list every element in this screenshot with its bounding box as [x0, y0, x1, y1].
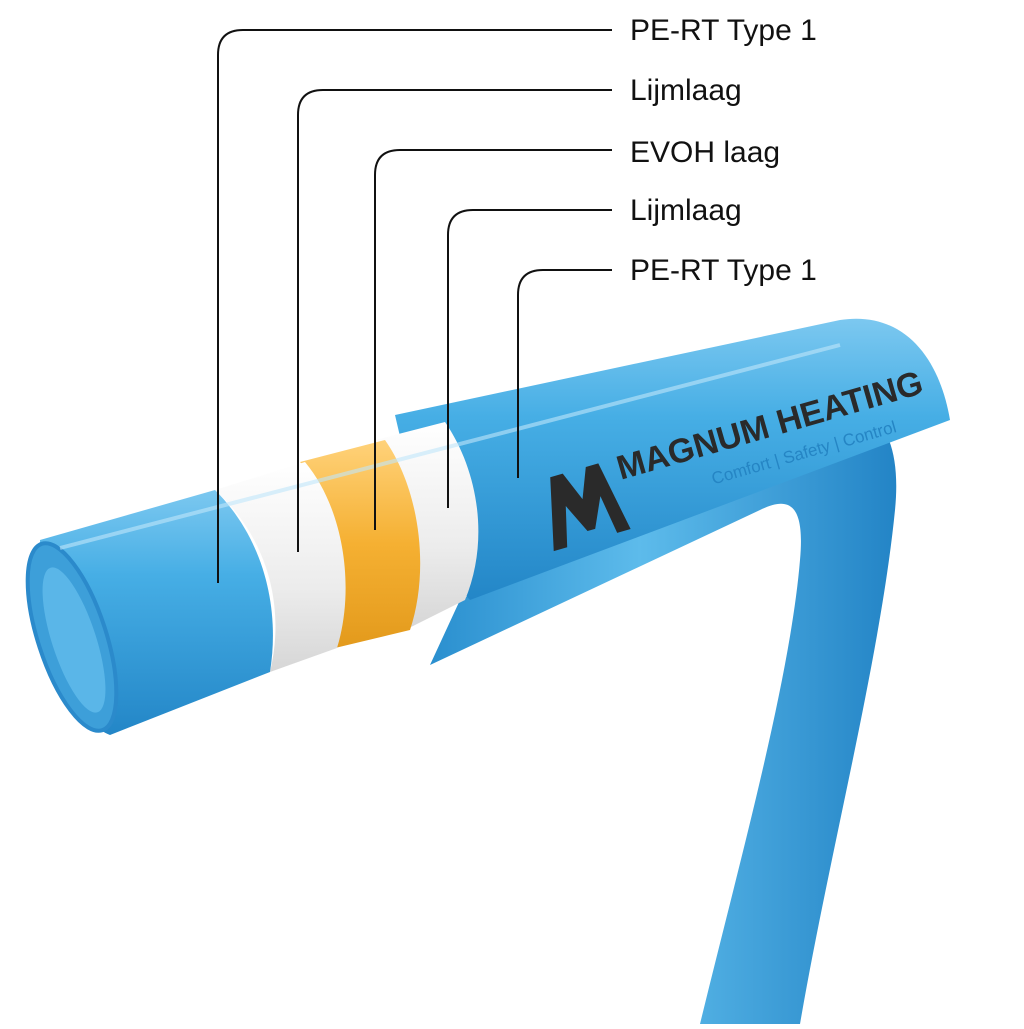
- layer-label-outer-pert: PE-RT Type 1: [630, 14, 817, 47]
- pipe-outer-section: [395, 318, 950, 600]
- layer-label-adhesive-inner: Lijmlaag: [630, 194, 742, 227]
- pipe-opening-inner: [42, 567, 106, 713]
- layer-label-adhesive-outer: Lijmlaag: [630, 74, 742, 107]
- leader-line: [374, 149, 612, 530]
- leader-line: [447, 209, 612, 508]
- leader-lines: [217, 29, 612, 583]
- layer-label-evoh: EVOH laag: [630, 136, 781, 169]
- layer-label-inner-pert: PE-RT Type 1: [630, 254, 817, 287]
- layer-evoh: [300, 440, 421, 648]
- pipe-highlight: [59, 343, 841, 550]
- brand-m-icon: [550, 463, 631, 552]
- leader-line: [517, 269, 612, 478]
- leader-line: [297, 89, 612, 552]
- layer-outer-white: [215, 462, 346, 672]
- leader-line: [217, 29, 612, 583]
